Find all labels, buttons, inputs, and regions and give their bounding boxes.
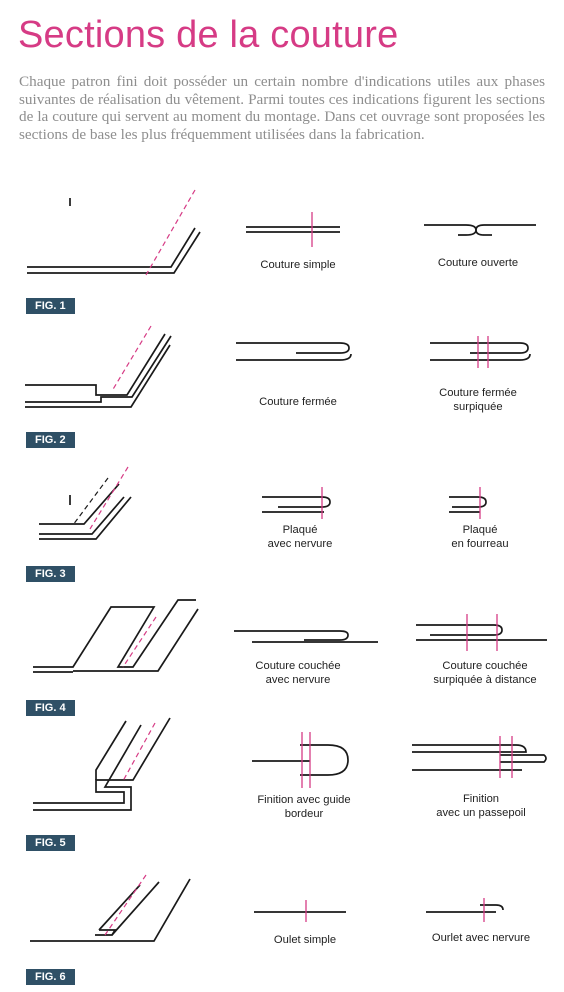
fig1-couture-ouverte-diagram xyxy=(424,224,536,236)
caption-ourlet-simple: Oulet simple xyxy=(273,934,337,946)
caption-ourlet-nervure: Ourlet avec nervure xyxy=(431,932,531,944)
fig5-guide-bordeur-diagram xyxy=(252,732,349,788)
fig2-couture-fermee-surpiquee-diagram xyxy=(430,336,531,368)
fig3-perspective-diagram xyxy=(39,466,132,540)
fig-5-label: FIG. 5 xyxy=(26,835,75,851)
intro-paragraph: Chaque patron fini doit posséder un cert… xyxy=(19,73,545,143)
fig5-passepoil-diagram xyxy=(412,736,547,778)
fig4-perspective-diagram xyxy=(33,599,199,673)
page-title: Sections de la couture xyxy=(18,14,399,56)
fig2-perspective-diagram xyxy=(25,325,172,408)
caption-couture-simple: Couture simple xyxy=(260,259,336,271)
fig1-perspective-diagram xyxy=(27,189,201,276)
fig5-perspective-diagram xyxy=(33,717,171,811)
fig-4-label: FIG. 4 xyxy=(26,700,75,716)
caption-couture-fermee: Couture fermée xyxy=(259,396,337,408)
fig-2-label: FIG. 2 xyxy=(26,432,75,448)
caption-couture-ouverte: Couture ouverte xyxy=(437,257,519,269)
fig6-ourlet-simple-diagram xyxy=(254,900,346,922)
fig-1-label: FIG. 1 xyxy=(26,298,75,314)
fig2-couture-fermee-diagram xyxy=(236,342,352,361)
fig3-plaque-nervure-diagram xyxy=(262,487,331,519)
fig4-couture-couchee-surpiquee-diagram xyxy=(416,614,547,651)
fig6-perspective-diagram xyxy=(30,874,191,942)
fig-6-label: FIG. 6 xyxy=(26,969,75,985)
fig-3-label: FIG. 3 xyxy=(26,566,75,582)
fig1-couture-simple-diagram xyxy=(246,212,340,247)
fig6-ourlet-nervure-diagram xyxy=(426,898,504,922)
fig3-plaque-fourreau-diagram xyxy=(449,487,487,519)
fig4-couture-couchee-nervure-diagram xyxy=(234,630,378,643)
